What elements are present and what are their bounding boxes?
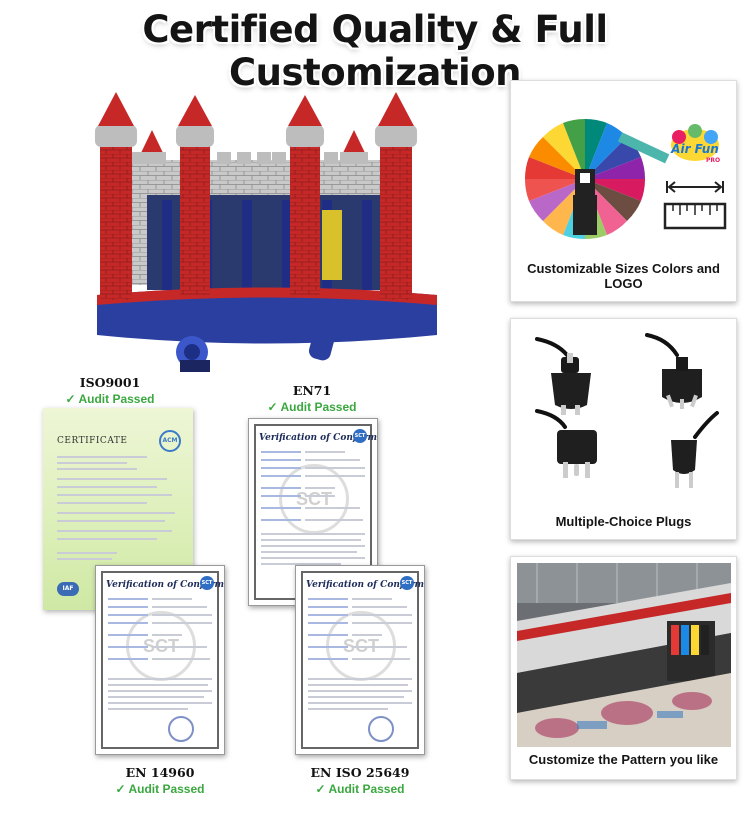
iaf-logo: IAF xyxy=(57,582,79,596)
pattern-caption: Customize the Pattern you like xyxy=(528,752,719,767)
iso9001-label: ISO9001 xyxy=(79,375,141,390)
pattern-panel: Customize the Pattern you like xyxy=(510,556,737,780)
plugs-caption: Multiple-Choice Plugs xyxy=(555,514,692,529)
custom-colors-caption: Customizable Sizes Colors and LOGO xyxy=(527,261,720,291)
eniso25649-doc-title: Verification of Conformity xyxy=(306,580,425,590)
custom-colors-panel: Air Fun PRO Customizable Sizes Colors an… xyxy=(510,80,737,302)
iso9001-audit-status: ✓ Audit Passed xyxy=(65,392,155,406)
en14960-certificate: Verification of Conformity SCT SCT xyxy=(95,565,225,755)
en14960-audit-status: ✓ Audit Passed xyxy=(115,782,205,796)
en71-audit-status: ✓ Audit Passed xyxy=(267,400,357,414)
power-plugs-image xyxy=(535,333,719,488)
en71-doc-title: Verification of Conformity xyxy=(259,433,378,443)
eniso25649-label: EN ISO 25649 xyxy=(310,765,410,780)
eniso25649-certificate: Verification of Conformity SCT SCT xyxy=(295,565,425,755)
page-headline: Certified Quality & Full Customization xyxy=(142,8,608,94)
printing-machine-image xyxy=(517,563,731,747)
eniso25649-audit-status: ✓ Audit Passed xyxy=(315,782,405,796)
plugs-panel: Multiple-Choice Plugs xyxy=(510,318,737,540)
airfun-logo-text: Air Fun xyxy=(670,142,719,156)
iso-certificate-title: CERTIFICATE xyxy=(57,436,128,446)
airfun-logo-sub: PRO xyxy=(706,157,720,164)
en14960-doc-title: Verification of Conformity xyxy=(106,580,225,590)
en71-watermark: SCT xyxy=(279,464,349,534)
inflatable-castle-image xyxy=(95,92,438,372)
acm-logo: ACM xyxy=(159,430,181,452)
en14960-label: EN 14960 xyxy=(125,765,195,780)
en71-label: EN71 xyxy=(292,383,332,398)
color-swatch-fan-image: Air Fun PRO xyxy=(524,118,727,240)
